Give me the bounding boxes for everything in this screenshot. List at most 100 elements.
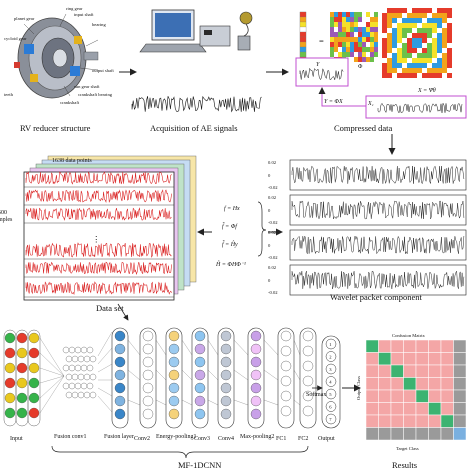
matrix-cell [412,23,417,28]
input-node [28,347,40,359]
cm-cell [403,427,417,441]
cm-cell [403,339,417,353]
matrix-cell [407,53,412,58]
wavelet-tick-label: 0 [268,173,271,178]
input-node [4,347,16,359]
matrix-cell [358,22,362,27]
matrix-cell [382,63,387,68]
cm-cell [453,414,467,428]
input-node [4,377,16,389]
matrix-cell [346,42,350,47]
input-node [16,332,28,344]
matrix-cell [346,47,350,52]
cm-cell [390,352,404,366]
matrix-cell [370,47,374,52]
matrix-cell [397,48,402,53]
matrix-cell [382,18,387,23]
matrix-cell [407,28,412,33]
matrix-cell [432,28,437,33]
matrix-cell [432,63,437,68]
layer-node [168,330,180,342]
matrix-cell [342,52,346,57]
network-title: MF-1DCNN [178,460,221,470]
matrix-cell [370,22,374,27]
matrix-cell [338,47,342,52]
matrix-cell [342,22,346,27]
cm-cell [428,414,442,428]
matrix-cell [358,37,362,42]
matrix-cell [354,27,358,32]
matrix-cell [402,18,407,23]
compress-arrow [318,87,366,107]
matrix-cell [417,38,422,43]
matrix-cell [334,27,338,32]
phi-symbol: Φ [358,64,363,70]
rv-reducer-illustration [8,4,120,116]
cm-cell [415,339,429,353]
matrix-cell [354,42,358,47]
matrix-cell [447,8,452,13]
matrix-cell [334,42,338,47]
layer-node [114,343,126,355]
matrix-cell [350,57,354,62]
matrix-cell [354,57,358,62]
matrix-cell [407,68,412,73]
connection [181,399,193,406]
matrix-cell [422,13,427,18]
part-label: teeth [4,92,14,97]
matrix-cell [374,47,378,52]
matrix-cell [422,73,427,78]
matrix-cell [382,73,387,78]
matrix-cell [427,48,432,53]
matrix-cell [366,52,370,57]
cm-cell [415,364,429,378]
network-bracket [51,445,309,459]
connection [263,399,279,406]
matrix-cell [437,53,442,58]
matrix-cell [432,33,437,38]
matrix-cell [427,18,432,23]
matrix-cell [374,42,378,47]
matrix-cell [382,53,387,58]
matrix-cell [442,58,447,63]
matrix-cell [342,47,346,52]
matrix-cell [447,43,452,48]
matrix-cell [412,43,417,48]
matrix-cell [370,42,374,47]
matrix-cell [427,73,432,78]
matrix-cell [397,68,402,73]
matrix-cell [442,53,447,58]
matrix-cell [382,13,387,18]
layer-label: Conv4 [218,436,234,442]
matrix-cell [417,33,422,38]
matrix-cell [387,13,392,18]
matrix-cell [437,13,442,18]
connection [39,375,65,384]
layer-label: Input [10,436,23,442]
matrix-cell [437,63,442,68]
connection [233,339,249,356]
matrix-cell [342,32,346,37]
fusion-node [68,346,76,354]
matrix-cell [412,53,417,58]
matrix-cell [442,43,447,48]
matrix-cell [350,12,354,17]
compressed-caption: Compressed data [334,123,393,133]
matrix-cell [407,43,412,48]
matrix-cell [437,18,442,23]
matrix-cell [407,48,412,53]
matrix-cell [412,48,417,53]
connection [97,395,113,413]
x1-symbol: X₁ [367,101,374,107]
matrix-cell [346,17,350,22]
matrix-cell [392,53,397,58]
matrix-cell [412,18,417,23]
output-node [325,413,337,425]
input-node [28,362,40,374]
cm-cell [378,377,392,391]
part-label: ring gear [66,6,83,11]
cm-y-axis-label: Output Class [356,376,361,400]
matrix-cell [442,23,447,28]
matrix-cell [382,43,387,48]
fusion-node [89,355,97,363]
